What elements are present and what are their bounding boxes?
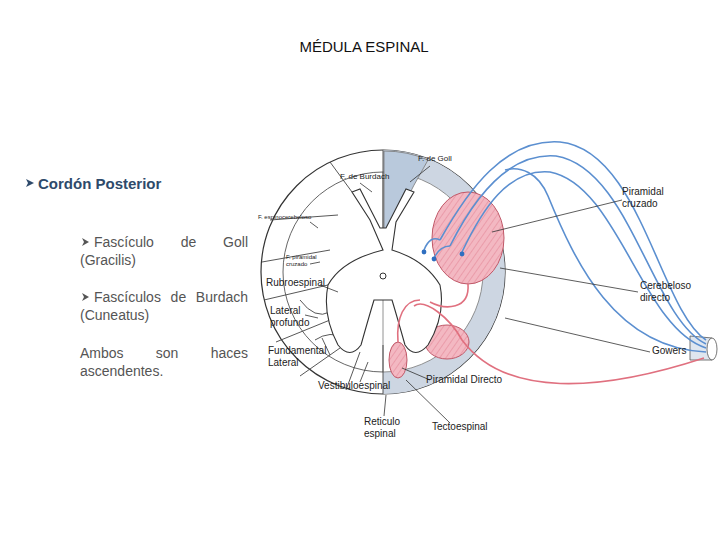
- leader-line: [360, 183, 372, 192]
- tract-line: [440, 142, 706, 340]
- central-canal: [380, 273, 386, 279]
- tract-label: Reticulo espinal: [364, 416, 410, 440]
- leader-line: [310, 262, 320, 264]
- spinal-cord: [261, 150, 505, 394]
- divider-line: [300, 300, 330, 314]
- tract-label: F. de Goll: [418, 154, 478, 164]
- tract-label: Tectoespinal: [432, 421, 512, 433]
- leader-line: [406, 380, 450, 423]
- tract-line: [430, 284, 468, 307]
- tract-label: F. piramidal cruzado: [286, 254, 322, 268]
- leader-line: [410, 166, 430, 182]
- tract-label: F. espinocerebeloso: [258, 214, 338, 221]
- bundle-end: [707, 338, 717, 360]
- tract-line: [462, 172, 706, 348]
- leader-line: [492, 200, 622, 232]
- bullet-arrow: [82, 238, 89, 246]
- cord-outline: [261, 150, 505, 394]
- tract-line: [434, 246, 450, 258]
- section-heading: Cordón Posterior: [38, 175, 238, 193]
- brainstem-stub: [690, 336, 717, 360]
- tract-line: [398, 300, 420, 342]
- bullets: [26, 179, 89, 301]
- leader-line: [360, 362, 368, 382]
- tract-label: Vestibuloespinal: [318, 380, 408, 392]
- tract-dot: [422, 250, 427, 255]
- bullet-text: Fascículo de Goll (Gracilis): [80, 233, 248, 269]
- bullet-arrow: [26, 179, 34, 187]
- direct-pyramidal-tract: [389, 342, 407, 378]
- gray-matter: [326, 189, 441, 353]
- leader-line: [505, 318, 650, 352]
- tract-label: Cerebeloso directo: [640, 280, 702, 304]
- crossed-pyramidal-tract: [432, 192, 504, 284]
- leader-line: [500, 268, 638, 292]
- tract-label: Fundamental Lateral: [268, 345, 334, 369]
- leader-line: [310, 222, 318, 228]
- tract-label: Gowers: [652, 345, 712, 357]
- tract-line: [505, 169, 706, 352]
- tract-label: F. de Burdach: [340, 172, 410, 182]
- tract-dot: [432, 257, 437, 262]
- tract-line: [450, 156, 706, 344]
- tract-label: Piramidal cruzado: [622, 186, 678, 210]
- note-text: Ambos son haces ascendentes.: [80, 344, 248, 380]
- bullet-arrow: [82, 293, 89, 301]
- leader-line: [402, 368, 430, 380]
- tract-dot: [460, 252, 465, 257]
- slide-title: MÉDULA ESPINAL: [0, 38, 728, 56]
- tract-line: [414, 304, 704, 383]
- tract-line: [424, 239, 440, 250]
- bullet-text: Fascículos de Burdach (Cuneatus): [80, 288, 248, 324]
- leader-lines: [305, 166, 650, 423]
- leader-line: [384, 395, 386, 416]
- tract-label: Piramidal Directo: [426, 374, 526, 386]
- tract-ends: [422, 250, 465, 262]
- tract-label: Rubroespinal: [266, 277, 336, 289]
- tract-label: Lateral profundo: [270, 305, 318, 329]
- blue-tracts: [424, 142, 706, 352]
